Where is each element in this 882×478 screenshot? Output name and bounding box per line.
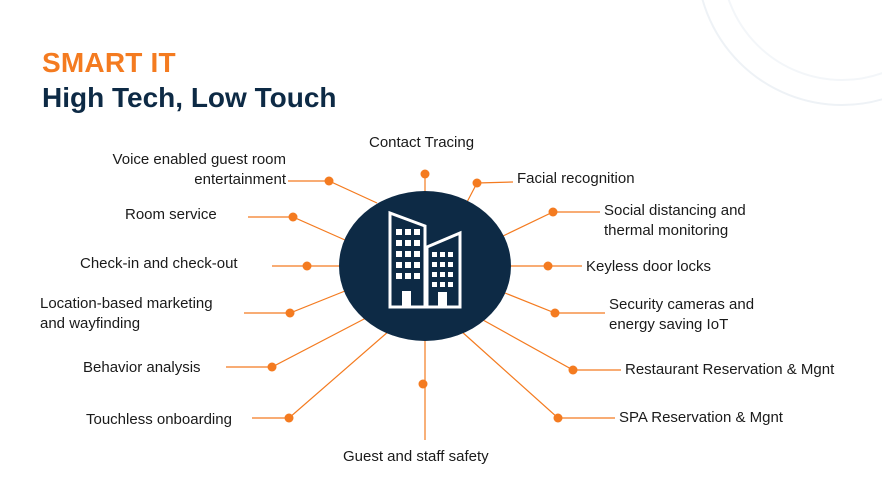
label-line: thermal monitoring [604,222,729,239]
office-building-icon [388,210,462,309]
label-line: Social distancing and [604,202,746,219]
spoke-facial-recognition [465,181,514,205]
dot-check-in-out [302,261,312,271]
label-line: Voice enabled guest room [112,151,286,168]
title-secondary: High Tech, Low Touch [42,82,337,113]
spoke-voice-entertainment [288,180,378,204]
label-line: Check-in and check-out [80,255,238,272]
dot-facial-recognition [472,178,482,188]
spoke-touchless-onboarding [252,330,390,419]
label-social-distancing: Social distancing and thermal monitoring [604,201,746,241]
connector-dots [267,169,578,423]
label-line: Contact Tracing [369,134,475,151]
spoke-restaurant-reservation [482,319,621,371]
label-line: entertainment [194,171,286,188]
label-keyless-door-locks: Keyless door locks [586,257,711,277]
dot-room-service [288,212,298,222]
dot-keyless-door-locks [543,261,553,271]
label-location-marketing: Location-based marketing and wayfinding [40,294,213,334]
label-restaurant-reservation: Restaurant Reservation & Mgnt [625,360,834,380]
dot-guest-staff-safety [418,379,428,389]
hub [339,191,511,341]
label-line: SPA Reservation & Mgnt [619,409,783,426]
label-line: Guest and staff safety [343,448,489,465]
title-primary: SMART IT [42,47,176,78]
label-line: and wayfinding [40,315,141,332]
label-behavior-analysis: Behavior analysis [83,358,201,378]
spoke-behavior-analysis [226,317,367,368]
label-line: Room service [125,206,217,223]
spoke-spa-reservation [460,330,615,419]
dot-social-distancing [548,207,558,217]
label-line: Facial recognition [517,170,635,187]
label-touchless-onboarding: Touchless onboarding [86,410,232,430]
label-line: energy saving IoT [609,316,729,333]
label-line: Keyless door locks [586,258,712,275]
dot-contact-tracing [420,169,430,179]
dot-voice-entertainment [324,176,334,186]
label-facial-recognition: Facial recognition [517,169,635,189]
dot-location-marketing [285,308,295,318]
spoke-room-service [248,216,346,241]
label-line: Location-based marketing [40,295,213,312]
dot-restaurant-reservation [568,365,578,375]
label-line: Touchless onboarding [86,411,232,428]
background-decoration [701,0,882,106]
label-spa-reservation: SPA Reservation & Mgnt [619,408,783,428]
label-voice-entertainment: Voice enabled guest room entertainment [113,150,286,190]
label-security-cameras: Security cameras and energy saving IoT [609,295,754,335]
label-check-in-out: Check-in and check-out [80,254,238,274]
dot-behavior-analysis [267,362,277,372]
dot-touchless-onboarding [284,413,294,423]
label-guest-staff-safety: Guest and staff safety [343,447,489,467]
dot-security-cameras [550,308,560,318]
label-line: Restaurant Reservation & Mgnt [625,361,835,378]
label-contact-tracing: Contact Tracing [369,133,474,153]
label-line: Security cameras and [609,296,755,313]
spoke-location-marketing [244,290,346,314]
label-line: Behavior analysis [83,359,201,376]
label-room-service: Room service [125,205,217,225]
dot-spa-reservation [553,413,563,423]
